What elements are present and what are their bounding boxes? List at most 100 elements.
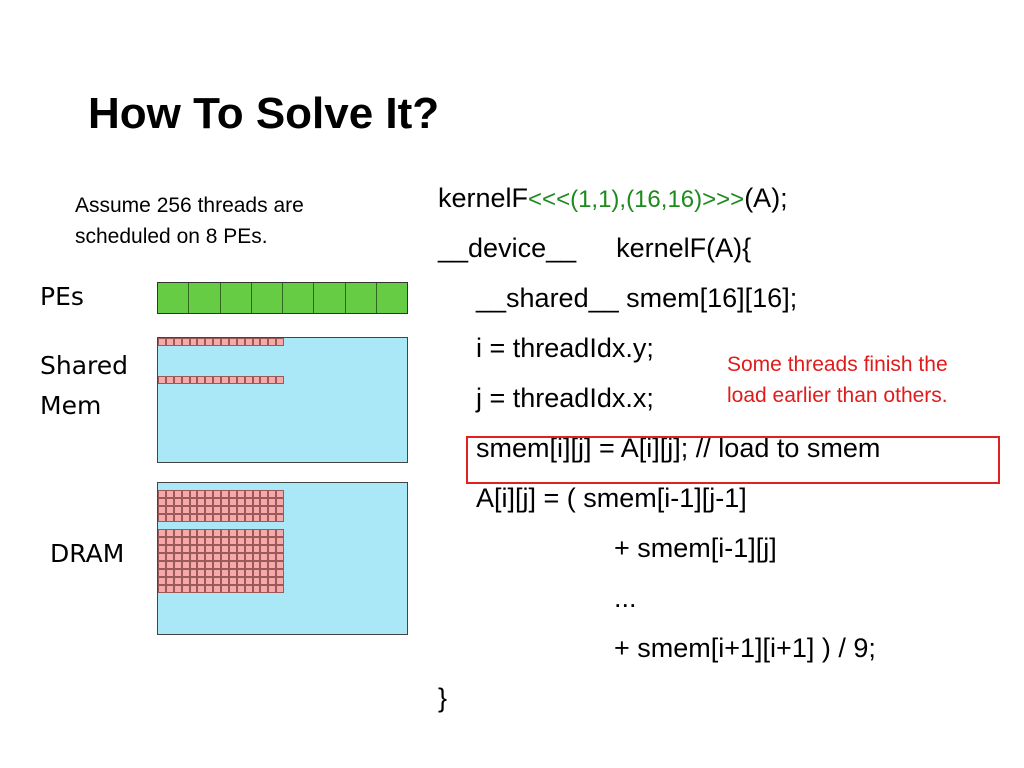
thread-cell: [205, 514, 214, 522]
thread-cell: [260, 338, 269, 346]
thread-cell: [228, 506, 237, 514]
thread-cell: [260, 376, 269, 384]
pes-label: PEs: [40, 282, 84, 311]
thread-cell: [276, 537, 284, 545]
thread-cell: [205, 537, 214, 545]
code-line-load: smem[i][j] = A[i][j]; // load to smem: [476, 433, 881, 463]
thread-cell: [236, 577, 245, 585]
thread-cell: [252, 569, 261, 577]
thread-cell: [213, 569, 221, 577]
thread-cell: [228, 338, 237, 346]
thread-cell: [236, 585, 245, 593]
thread-cell: [260, 498, 269, 506]
thread-cell: [205, 561, 214, 569]
thread-cell: [205, 506, 214, 514]
thread-cell: [158, 585, 166, 593]
thread-cell: [244, 577, 253, 585]
thread-cell: [197, 553, 206, 561]
pe-cell: [251, 283, 283, 313]
code-line-sum-last: + smem[i+1][i+1] ) / 9;: [614, 633, 876, 663]
thread-cell: [189, 514, 198, 522]
thread-cell: [165, 537, 174, 545]
thread-cell: [236, 537, 245, 545]
thread-cell: [268, 537, 277, 545]
thread-cell: [252, 529, 261, 537]
thread-cell: [276, 561, 284, 569]
shared-memory-block: [157, 337, 408, 463]
thread-cell: [260, 537, 269, 545]
thread-cell: [276, 506, 284, 514]
thread-cell: [197, 514, 206, 522]
thread-cell: [268, 514, 277, 522]
thread-cell: [244, 529, 253, 537]
thread-cell: [236, 490, 245, 498]
thread-cell: [252, 514, 261, 522]
thread-cell: [158, 577, 166, 585]
pe-cell: [314, 283, 346, 313]
thread-cell: [173, 376, 182, 384]
thread-cell: [213, 537, 221, 545]
thread-cell: [228, 585, 237, 593]
thread-cell: [205, 553, 214, 561]
thread-cell: [173, 577, 182, 585]
thread-cell: [165, 376, 174, 384]
thread-cell: [173, 561, 182, 569]
thread-cell: [173, 506, 182, 514]
thread-cell: [260, 553, 269, 561]
thread-cell: [189, 561, 198, 569]
thread-cell: [213, 561, 221, 569]
thread-cell: [189, 529, 198, 537]
thread-cell: [165, 529, 174, 537]
thread-cell: [165, 338, 174, 346]
thread-cell: [221, 506, 229, 514]
thread-cell: [181, 338, 190, 346]
thread-cell: [221, 490, 229, 498]
thread-cell: [228, 376, 237, 384]
thread-cell: [276, 577, 284, 585]
thread-cell: [197, 376, 206, 384]
thread-cell: [181, 490, 190, 498]
code-line-i: i = threadIdx.y;: [476, 333, 654, 363]
pe-cell: [376, 283, 407, 313]
thread-cell: [260, 577, 269, 585]
assumption-text: Assume 256 threads are scheduled on 8 PE…: [75, 194, 304, 248]
thread-cell: [236, 569, 245, 577]
thread-cell: [197, 585, 206, 593]
thread-cell: [221, 577, 229, 585]
pe-cell: [345, 283, 377, 313]
thread-cell: [158, 561, 166, 569]
thread-cell: [181, 545, 190, 553]
thread-cell: [189, 490, 198, 498]
thread-cell: [268, 553, 277, 561]
code-kernel-name: kernelF: [438, 183, 529, 213]
code-line-ellipsis: ...: [614, 583, 637, 613]
thread-cell: [158, 529, 166, 537]
thread-cell: [260, 585, 269, 593]
thread-cell: [252, 553, 261, 561]
thread-cell: [260, 561, 269, 569]
thread-cell: [158, 490, 166, 498]
thread-cell: [189, 585, 198, 593]
shared-mem-label-line1: Shared: [40, 351, 129, 380]
thread-cell: [197, 529, 206, 537]
thread-cell: [276, 585, 284, 593]
thread-cell: [221, 585, 229, 593]
thread-cell: [268, 577, 277, 585]
thread-cell: [236, 514, 245, 522]
thread-cell: [158, 553, 166, 561]
thread-cell: [213, 490, 221, 498]
thread-cell: [165, 553, 174, 561]
pe-array: [157, 282, 408, 314]
thread-cell: [221, 545, 229, 553]
code-device-keyword: __device__: [438, 233, 577, 263]
dram-thread-grid: [158, 490, 284, 522]
thread-cell: [260, 506, 269, 514]
thread-cell: [213, 376, 221, 384]
thread-cell: [181, 537, 190, 545]
thread-cell: [260, 569, 269, 577]
thread-cell: [165, 585, 174, 593]
annotation-line-1: Some threads finish the: [727, 353, 948, 376]
thread-cell: [158, 569, 166, 577]
thread-cell: [228, 529, 237, 537]
code-line-launch: kernelF<<<(1,1),(16,16)>>>(A);: [438, 185, 788, 212]
